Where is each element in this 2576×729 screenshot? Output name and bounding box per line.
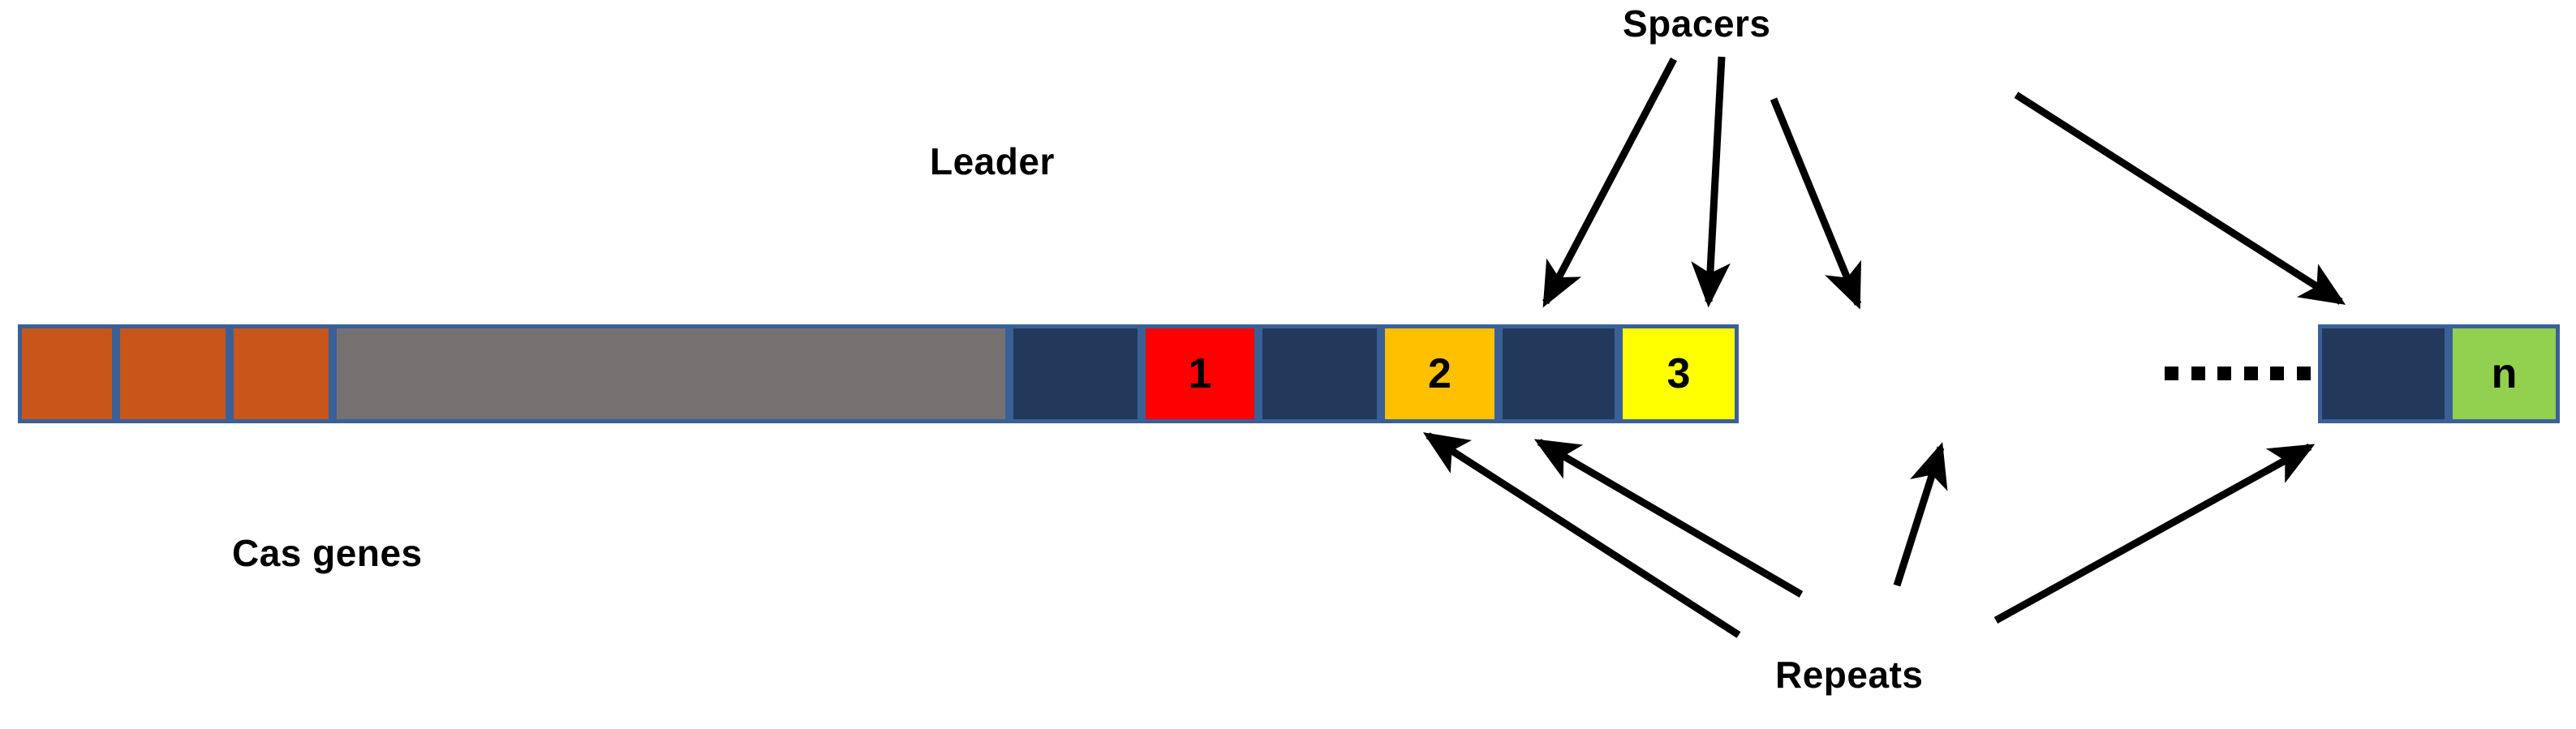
segment-spacer-2: 2: [1381, 324, 1499, 423]
cas-genes-label: Cas genes: [232, 532, 423, 574]
segment-cas-gene-2: [116, 324, 230, 423]
segment-spacer-n: n: [2449, 324, 2560, 423]
segment-repeat-3: [1499, 324, 1619, 423]
segment-cas-gene-1: [18, 324, 116, 423]
arrow-repeats-to-repeat-2: [1533, 439, 1804, 598]
repeats-label: Repeats: [1775, 654, 1924, 696]
spacers-label: Spacers: [1623, 2, 1771, 45]
segment-label: 1: [1188, 350, 1212, 397]
segment-label: 3: [1666, 350, 1691, 397]
locus-bar: 1 2 3 n: [18, 324, 2560, 423]
segment-leader: [333, 324, 1009, 423]
leader-label: Leader: [930, 140, 1055, 182]
arrow-spacers-to-spacer-3: [1770, 97, 1862, 310]
segment-spacer-3: 3: [1619, 324, 1739, 423]
arrow-repeats-to-repeat-1: [1422, 432, 1741, 638]
arrow-spacers-to-spacer-1: [1542, 57, 1677, 308]
segment-repeat-2: [1258, 324, 1381, 423]
arrow-spacers-to-spacer-2: [1691, 56, 1731, 308]
segment-label: n: [2491, 350, 2518, 397]
segment-label: 2: [1428, 350, 1451, 397]
arrow-repeats-to-repeat-n: [1993, 444, 2316, 624]
segment-spacer-1: 1: [1142, 324, 1258, 423]
segment-repeat-n: [2318, 324, 2449, 423]
arrow-spacers-to-spacer-n: [2014, 92, 2346, 305]
segment-repeat-1: [1009, 324, 1142, 423]
arrow-repeats-to-repeat-3: [1893, 442, 1948, 587]
segment-cas-gene-3: [230, 324, 333, 423]
